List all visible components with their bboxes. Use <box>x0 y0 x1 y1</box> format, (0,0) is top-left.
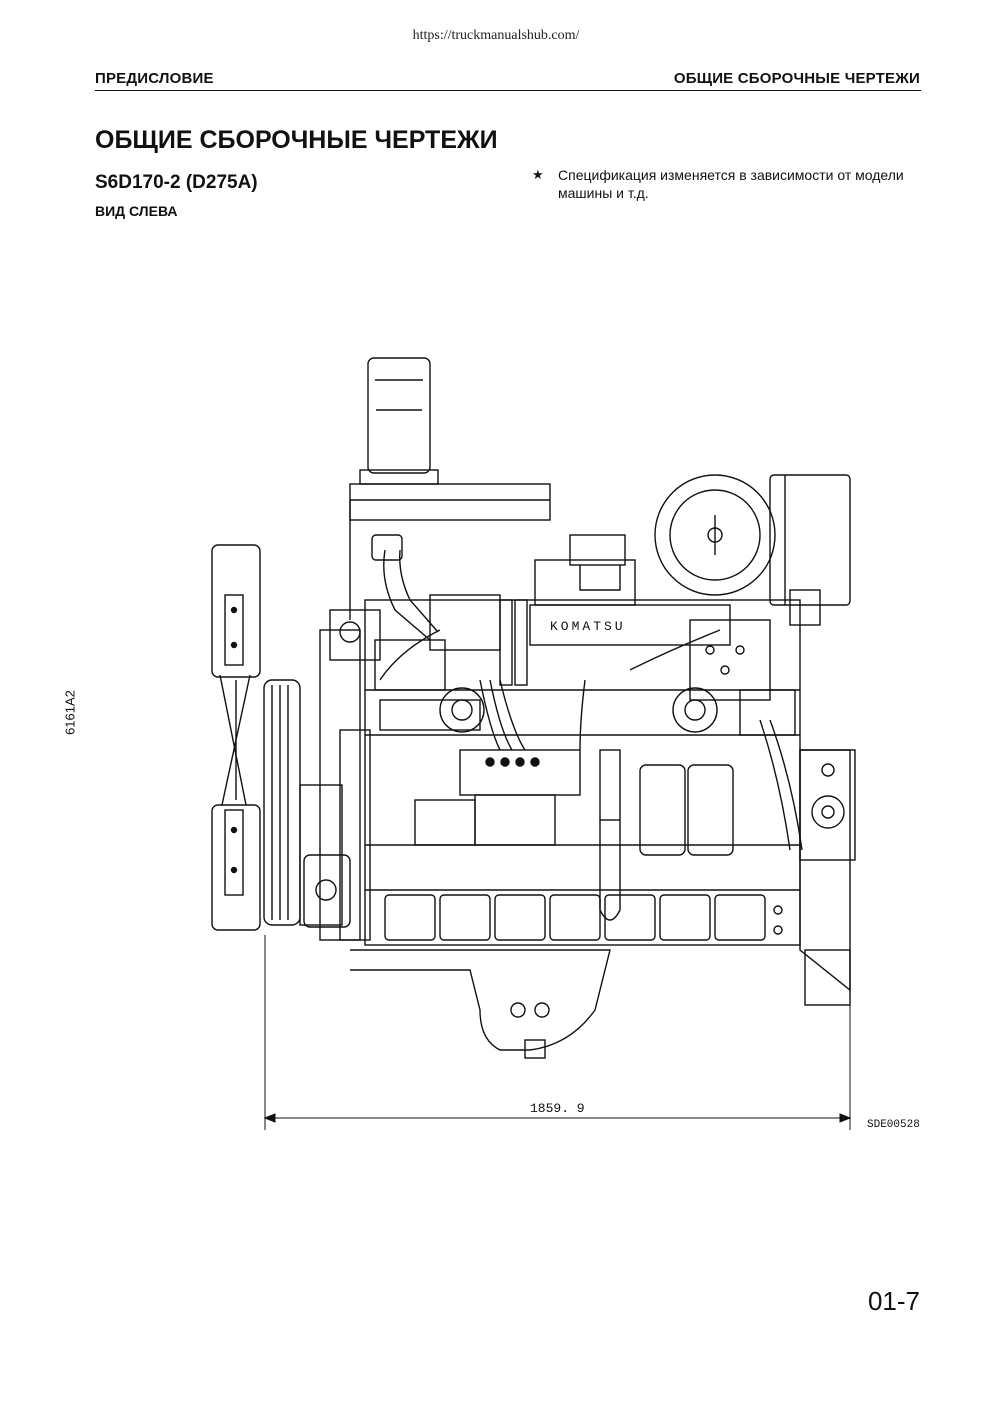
turbocharger-left <box>374 639 485 733</box>
spec-note-text: Спецификация изменяется в зависимости от… <box>558 167 904 201</box>
source-url[interactable]: https://truckmanualshub.com/ <box>412 28 580 43</box>
header-section-right: ОБЩИЕ СБОРОЧНЫЕ ЧЕРТЕЖИ <box>673 70 920 87</box>
fuel-lines <box>379 629 803 851</box>
cooling-fan <box>211 544 261 931</box>
crank-pulley <box>263 679 351 928</box>
exhaust-stack <box>349 357 551 620</box>
engine-model: S6D170-2 (D275A) <box>95 172 258 193</box>
page-title: ОБЩИЕ СБОРОЧНЫЕ ЧЕРТЕЖИ <box>95 126 498 154</box>
intake-pipe <box>371 534 439 641</box>
drawing-code: SDE00528 <box>867 1119 920 1131</box>
dimension-line <box>263 935 852 1130</box>
star-icon: ★ <box>532 167 544 182</box>
header-section-left: ПРЕДИСЛОВИЕ <box>95 70 214 87</box>
page-number: 01-7 <box>867 1286 920 1316</box>
engine-drawing: KOMATSU <box>200 350 940 1145</box>
side-document-code: 6161A2 <box>62 690 78 735</box>
front-gear-case <box>319 609 381 941</box>
flywheel-housing <box>799 749 856 1006</box>
brand-label: KOMATSU <box>550 619 626 634</box>
view-label: ВИД СЛЕВА <box>95 203 178 219</box>
header-rule <box>95 90 921 91</box>
engine-block <box>364 599 801 946</box>
rocker-cover <box>429 534 731 686</box>
air-cleaner <box>654 474 851 626</box>
fuel-injection-pump <box>414 749 581 846</box>
fuel-filter <box>599 749 734 921</box>
turbocharger-right <box>672 619 796 736</box>
dimension-value: 1859. 9 <box>530 1101 585 1116</box>
oil-pan <box>350 949 611 1059</box>
